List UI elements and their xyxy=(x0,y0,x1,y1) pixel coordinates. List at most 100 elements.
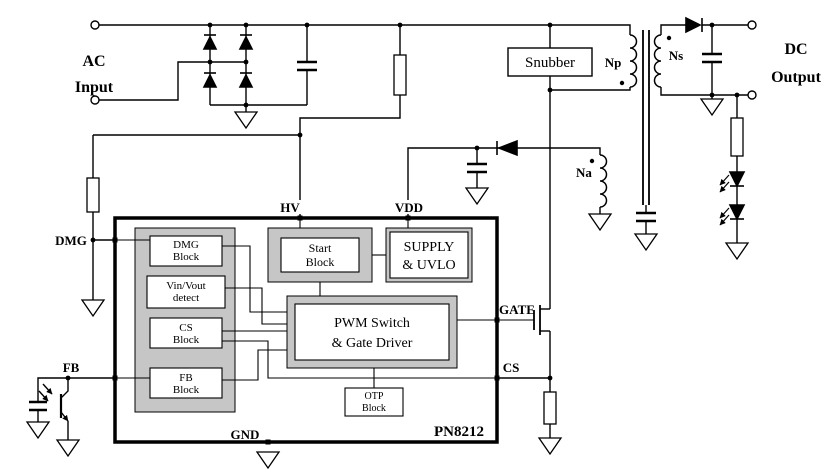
ground-symbol xyxy=(633,233,659,252)
ns-winding xyxy=(653,34,662,88)
pin-pad-dmg xyxy=(112,237,118,243)
np-winding xyxy=(629,34,638,88)
label-na-winding: Na xyxy=(576,165,592,180)
label-ac-line1: AC xyxy=(82,53,105,70)
ground-symbol xyxy=(255,451,281,470)
ground-symbols xyxy=(25,98,750,470)
mosfet xyxy=(533,305,550,335)
vin-vout-detect-box xyxy=(146,275,226,309)
label-part-number: PN8212 xyxy=(434,424,484,440)
ground-symbol xyxy=(699,98,725,117)
np-polarity-dot xyxy=(619,80,625,86)
start-block-label-line2: Block xyxy=(306,255,335,269)
opto-emitter xyxy=(60,411,69,422)
transformer xyxy=(589,30,672,208)
output-resistor xyxy=(730,117,744,157)
start-block-box xyxy=(280,237,360,273)
label-dc-line2: Output xyxy=(771,69,821,86)
ground-symbol xyxy=(25,421,51,440)
ic-pn8212 xyxy=(112,215,534,445)
label-np-winding: Np xyxy=(605,55,622,70)
ground-symbol xyxy=(80,299,106,318)
transformer-core xyxy=(642,30,650,205)
cs-block-label-line1: CS xyxy=(179,322,192,334)
label-snubber: Snubber xyxy=(525,55,575,71)
ic-internal-wiring xyxy=(115,218,534,388)
ground-symbol xyxy=(55,439,81,458)
ic-outline xyxy=(113,216,499,444)
ground-symbol xyxy=(537,437,563,456)
dc-terminals xyxy=(747,20,757,100)
capacitors xyxy=(29,52,722,412)
output-led xyxy=(728,171,746,188)
pwm-block-label-line2: & Gate Driver xyxy=(332,336,413,351)
na-polarity-dot xyxy=(589,158,595,164)
led-arrow xyxy=(719,174,730,186)
ns-bottom-wire xyxy=(660,87,748,96)
dmg-block-box xyxy=(149,235,223,267)
fb-block-box xyxy=(149,367,223,399)
primary-wiring xyxy=(92,24,647,309)
vdd-capacitor xyxy=(467,162,487,174)
pin-label-hv: HV xyxy=(280,200,300,215)
otp-block-box xyxy=(344,387,404,417)
led-arrow xyxy=(719,207,730,219)
ground-symbol xyxy=(724,242,750,261)
fb-block-label-line1: FB xyxy=(179,372,192,384)
ground-symbol xyxy=(587,213,613,232)
dc-terminal xyxy=(747,20,757,30)
label-dc-line1: DC xyxy=(784,41,807,58)
bridge-diode xyxy=(202,35,218,50)
supply-uvlo-label-line2: & UVLO xyxy=(402,258,455,273)
na-winding xyxy=(599,154,608,208)
output-capacitor xyxy=(702,52,722,64)
gate-cs-wiring xyxy=(497,331,551,438)
label-ns-winding: Ns xyxy=(669,48,683,63)
led-arrow xyxy=(719,214,730,226)
output-led xyxy=(728,204,746,221)
opto-light-arrow xyxy=(42,383,53,395)
pin-pad-cs xyxy=(494,375,500,381)
pwm-block-label-line1: PWM Switch xyxy=(334,316,410,331)
ground-symbol xyxy=(464,187,490,206)
bridge-bottom-wire xyxy=(210,104,307,112)
led-arrow xyxy=(719,181,730,193)
dmg-sense-wire xyxy=(92,134,300,300)
hv-feed-wire xyxy=(299,25,401,218)
dc-terminal xyxy=(747,90,757,100)
pin-pad-gate xyxy=(494,317,500,323)
dmg-resistor xyxy=(86,177,100,213)
label-ac-line2: Input xyxy=(75,79,114,96)
ic-pin-pads xyxy=(112,215,500,445)
vdd-feed-wire xyxy=(407,147,601,218)
pin-label-cs: CS xyxy=(503,360,520,375)
start-block-label-line1: Start xyxy=(309,241,332,255)
labels: AC Input DC Output Snubber Np Ns Na HV V… xyxy=(55,41,821,442)
otp-block-label-line2: Block xyxy=(362,403,386,414)
ac-terminals xyxy=(90,20,100,105)
opto-light-arrow xyxy=(38,390,49,402)
vin-vout-label-line2: detect xyxy=(173,292,199,304)
ground-symbol xyxy=(233,111,259,130)
diodes xyxy=(202,16,746,221)
pin-label-gnd: GND xyxy=(231,427,260,442)
bridge-diode xyxy=(238,73,254,88)
bridge-diode xyxy=(238,35,254,50)
np-bottom-wire xyxy=(550,87,631,91)
bulk-capacitor xyxy=(297,60,317,72)
pwm-block-box xyxy=(294,303,450,361)
fb-capacitor xyxy=(29,400,47,412)
cs-sense-resistor xyxy=(543,391,557,425)
led-emission-arrows xyxy=(719,174,730,226)
pin-label-dmg: DMG xyxy=(55,233,87,248)
fb-network xyxy=(37,377,115,440)
y-capacitor xyxy=(636,211,656,223)
pin-pad-gnd xyxy=(265,439,271,445)
pin-pad-vdd xyxy=(405,215,411,221)
cs-block-box xyxy=(149,317,223,349)
fb-block-label-line2: Block xyxy=(173,384,200,396)
hv-resistor xyxy=(393,54,407,96)
vdd-rectifier-diode xyxy=(496,139,518,157)
